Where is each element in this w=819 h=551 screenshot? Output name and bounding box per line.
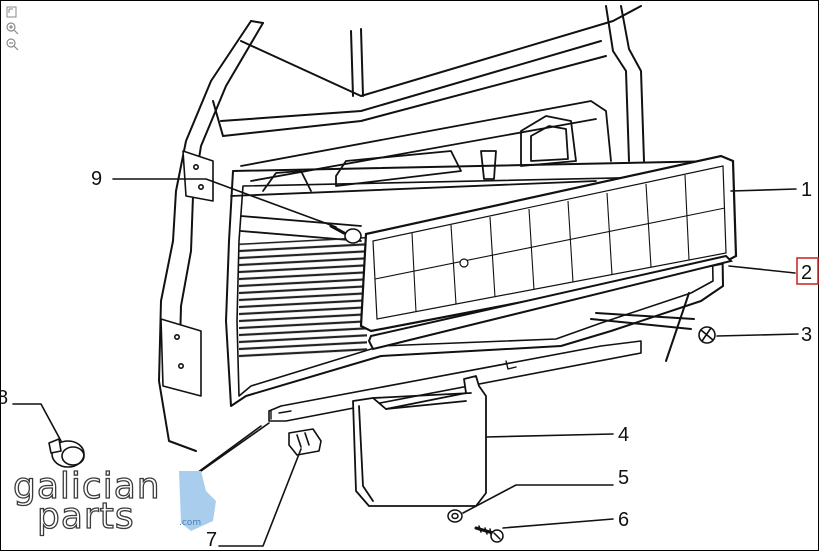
- zoom-in-icon: [6, 22, 19, 35]
- watermark-line2: parts: [37, 496, 135, 537]
- watermark-map-shape: [179, 471, 216, 531]
- callout-3[interactable]: 3: [801, 324, 812, 346]
- watermark-domain: .com: [179, 518, 201, 528]
- callout-4[interactable]: 4: [618, 424, 629, 446]
- galicianparts-watermark: galician parts .com: [12, 465, 216, 538]
- hinge-plates: [160, 150, 214, 397]
- callout-8[interactable]: 8: [0, 387, 8, 409]
- callout-5[interactable]: 5: [618, 467, 629, 489]
- reset-icon: [6, 6, 17, 18]
- clip-part-3: [698, 326, 716, 344]
- zoom-out-icon: [6, 38, 19, 51]
- pocket-part-4: [352, 375, 487, 507]
- push-fastener-part-8: [48, 438, 85, 468]
- reset-view-button[interactable]: [5, 5, 19, 19]
- screw-part-6: [474, 525, 504, 543]
- watermark-line1: galician: [13, 466, 161, 507]
- callout-9[interactable]: 9: [91, 168, 102, 190]
- callout-1[interactable]: 1: [801, 179, 812, 201]
- nut-part-5: [447, 509, 463, 523]
- callout-6[interactable]: 6: [618, 509, 629, 531]
- trim-strip: [367, 254, 733, 351]
- push-button-part-9: [329, 224, 362, 244]
- callout-labels: 9 1 2 3 4 5 6 7 8: [0, 168, 819, 551]
- callout-2[interactable]: 2: [801, 262, 812, 284]
- viewer-toolbar: [5, 5, 21, 53]
- zoom-in-button[interactable]: [5, 21, 19, 35]
- selected-callout-highlight: [796, 257, 819, 285]
- zoom-out-button[interactable]: [5, 37, 19, 51]
- connector-part-7: [288, 428, 322, 456]
- callout-7[interactable]: 7: [206, 529, 217, 551]
